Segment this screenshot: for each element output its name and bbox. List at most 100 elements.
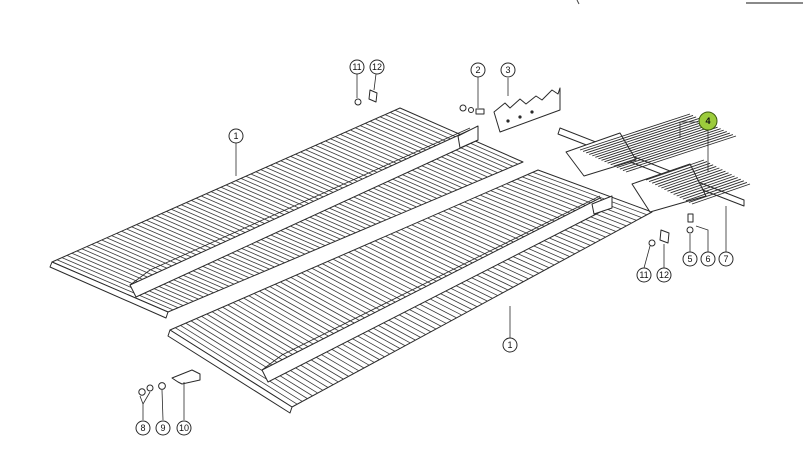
sieve-slat: [274, 283, 396, 352]
sieve-slat: [161, 213, 280, 266]
sieve-slat: [532, 171, 647, 216]
sieve-slat: [180, 325, 303, 402]
clip-upper: [368, 89, 378, 103]
sieve-slat: [348, 251, 468, 313]
sieve-slat: [280, 160, 402, 214]
sieve-slat: [260, 169, 382, 223]
nut-upper: [354, 98, 362, 106]
sieve-tine: [604, 125, 715, 163]
svg-text:2: 2: [475, 65, 480, 75]
sieve-slat: [176, 206, 295, 259]
nut-lower: [648, 239, 656, 247]
callout-3: 3: [500, 62, 516, 78]
lower-tines: [645, 159, 751, 205]
sieve-slat: [206, 313, 329, 388]
sieve-slat: [464, 201, 581, 252]
sieve-slat: [390, 233, 509, 291]
sieve-slat: [76, 250, 194, 302]
sieve-slat: [437, 213, 555, 266]
sieve-slat: [259, 290, 380, 360]
callout-2: 2: [470, 62, 486, 78]
sieve-tine: [661, 167, 720, 189]
sieve-slat: [61, 257, 179, 309]
sieve-slat: [205, 193, 326, 246]
svg-text:4: 4: [705, 116, 710, 126]
sieve-slat: [385, 235, 504, 294]
sieve-tine: [616, 131, 727, 169]
sieve-tine: [648, 161, 708, 183]
sieve-slat: [285, 279, 406, 347]
sieve-slat: [211, 311, 334, 386]
sieve-slat: [225, 184, 346, 238]
sieve-tine: [619, 132, 731, 170]
sieve-slat: [359, 247, 478, 308]
sieve-tine: [601, 123, 712, 161]
sieve-slat: [338, 256, 457, 319]
sieve-slat: [522, 176, 637, 221]
sieve-slat: [186, 202, 306, 255]
sieve-slat: [235, 180, 356, 234]
sieve-slat: [411, 224, 529, 280]
sieve-slat: [443, 210, 560, 263]
sieve-tine: [579, 113, 691, 151]
callout-1-lower: 1: [502, 337, 518, 353]
sieve-slat: [511, 181, 627, 227]
svg-text:7: 7: [723, 254, 728, 264]
sieve-slat: [56, 259, 174, 311]
bolt-nut-5-6: [686, 213, 694, 234]
sieve-slat: [81, 248, 199, 300]
callout-10: 10: [176, 420, 192, 436]
sieve-tine: [598, 122, 709, 160]
sieve-slat: [175, 327, 298, 405]
sieve-tine: [658, 165, 717, 187]
sieve-tine: [664, 169, 723, 191]
callout-12-upper: 12: [369, 59, 385, 75]
callout-1-upper: 1: [228, 128, 244, 144]
svg-text:10: 10: [179, 423, 189, 433]
svg-text:5: 5: [687, 254, 692, 264]
sieve-slat: [295, 153, 417, 208]
sieve-slat: [196, 318, 318, 394]
sieve-slat: [250, 173, 372, 227]
svg-text:8: 8: [140, 423, 145, 433]
sieve-slat: [248, 295, 370, 366]
sieve-slat: [364, 245, 483, 305]
sieve-tine: [679, 177, 738, 199]
sieve-tine: [625, 135, 737, 173]
sieve-slat: [311, 267, 432, 333]
callout-9: 9: [155, 420, 171, 436]
sieve-slat: [210, 191, 331, 244]
callout-5: 5: [682, 251, 698, 267]
sieve-slat: [200, 195, 321, 249]
sieve-slat: [427, 217, 545, 271]
sieve-slat: [506, 183, 622, 230]
sieve-tine: [670, 172, 729, 194]
sieve-slat: [315, 145, 437, 199]
sieve-tine: [655, 164, 714, 186]
sieve-slat: [280, 281, 401, 349]
sieve-slat: [171, 208, 290, 261]
sieve-slat: [469, 199, 586, 249]
sieve-slat: [301, 272, 421, 338]
sieve-slat: [343, 254, 462, 316]
sieve-slat: [395, 231, 514, 288]
sieve-slat: [327, 261, 447, 324]
sieve-slat: [306, 270, 426, 335]
sieve-slat: [217, 309, 339, 383]
sieve-slat: [369, 242, 488, 302]
callout-7: 7: [718, 251, 734, 267]
sieve-slat: [290, 156, 412, 210]
sieve-slat: [275, 162, 397, 216]
svg-text:9: 9: [160, 423, 165, 433]
sieve-slat: [227, 304, 349, 377]
sieve-slat: [416, 222, 534, 277]
callout-12-lower: 12: [656, 267, 672, 283]
callout-6: 6: [700, 251, 716, 267]
sieve-slat: [191, 200, 311, 253]
lower-sieve-slats: [175, 171, 647, 405]
sieve-slat: [264, 288, 385, 358]
sieve-slat: [474, 197, 591, 246]
sieve-slat: [222, 306, 344, 380]
hardware-8-9-10: [138, 369, 201, 396]
